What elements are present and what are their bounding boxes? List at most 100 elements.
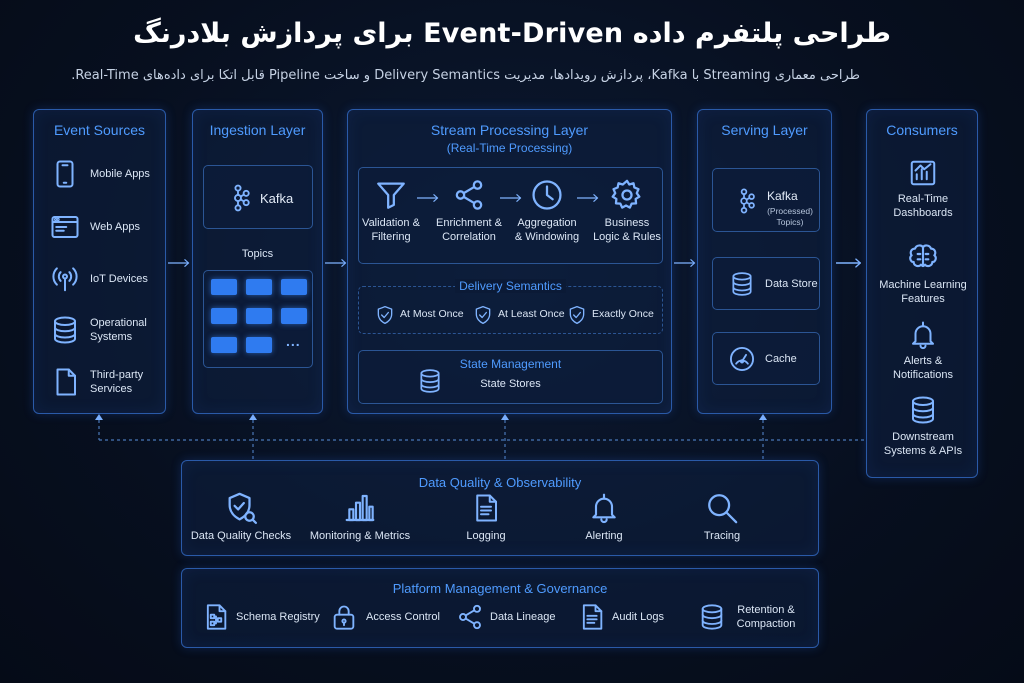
state-management-title: State Management: [459, 357, 562, 371]
delivery-exactly-once: Exactly Once: [567, 305, 654, 325]
kafka-icon: [224, 178, 252, 218]
ingestion-title: Ingestion Layer: [209, 122, 306, 138]
more-topics: ...: [286, 333, 301, 349]
ingestion-panel: Ingestion Layer Kafka Topics ...: [192, 109, 323, 414]
bar-chart-icon: [344, 491, 376, 525]
state-stores-label: State Stores: [480, 378, 541, 390]
shield-check-icon: [224, 491, 258, 525]
topic-block: [211, 337, 237, 353]
topic-block: [281, 279, 307, 295]
event-sources-panel: Event Sources Mobile Apps Web Apps IoT D…: [33, 109, 166, 414]
arrow-ingestion-to-processing: [325, 257, 347, 269]
source-operational-systems: Operational Systems: [50, 314, 156, 346]
gov-retention-compaction: Retention & Compaction: [698, 601, 798, 633]
governance-panel: Platform Management & Governance Schema …: [181, 568, 819, 648]
share-icon: [456, 601, 484, 633]
share-icon: [452, 178, 486, 212]
database-icon: [698, 601, 726, 633]
kafka-icon: [731, 181, 757, 221]
arrow-serving-to-consumers: [836, 257, 862, 269]
browser-icon: [50, 212, 80, 242]
gear-icon: [610, 178, 644, 212]
step-enrichment: Enrichment & Correlation: [435, 178, 503, 245]
log-icon: [578, 601, 606, 633]
obs-tracing: Tracing: [672, 491, 772, 543]
database-icon: [729, 269, 755, 299]
serving-kafka-sub: (Processed) Topics): [767, 206, 813, 227]
obs-logging: Logging: [436, 491, 536, 543]
gov-schema-registry: Schema Registry: [202, 601, 320, 633]
cache-box: Cache: [712, 332, 820, 385]
source-iot-devices: IoT Devices: [50, 264, 148, 294]
topic-block: [211, 308, 237, 324]
iot-icon: [50, 264, 80, 294]
event-sources-title: Event Sources: [53, 122, 146, 138]
data-store-box: Data Store: [712, 257, 820, 310]
funnel-icon: [374, 178, 408, 212]
bell-icon: [588, 491, 620, 525]
delivery-title: Delivery Semantics: [359, 279, 662, 293]
arrow-processing-to-serving: [674, 257, 696, 269]
serving-panel: Serving Layer Kafka (Processed) Topics) …: [697, 109, 832, 414]
log-icon: [471, 491, 501, 525]
search-icon: [705, 491, 739, 525]
topics-label: Topics: [241, 248, 274, 260]
obs-data-quality-checks: Data Quality Checks: [186, 491, 296, 543]
consumer-downstream: Downstream Systems & APIs: [871, 394, 975, 459]
ingestion-kafka-label: Kafka: [260, 190, 294, 206]
source-web-apps: Web Apps: [50, 212, 140, 242]
step-business-logic: Business Logic & Rules: [593, 178, 661, 245]
consumer-alerts: Alerts & Notifications: [871, 320, 975, 383]
delivery-at-most-once: At Most Once: [375, 305, 464, 325]
shield-check-icon: [473, 305, 493, 325]
serving-kafka-box: Kafka (Processed) Topics): [712, 168, 820, 232]
step-validation: Validation & Filtering: [361, 178, 421, 245]
state-management-box: State Management State Stores: [358, 350, 663, 404]
consumers-title: Consumers: [886, 122, 958, 138]
topic-block: [246, 308, 272, 324]
database-icon: [50, 314, 80, 346]
consumer-ml-features: Machine Learning Features: [871, 242, 975, 307]
cache-label: Cache: [765, 353, 797, 365]
topic-block: [211, 279, 237, 295]
processing-panel: Stream Processing Layer (Real-Time Proce…: [347, 109, 672, 414]
serving-kafka-label: Kafka: [767, 189, 798, 203]
processing-subtitle: (Real-Time Processing): [446, 141, 573, 155]
lock-icon: [330, 601, 358, 633]
obs-monitoring-metrics: Monitoring & Metrics: [302, 491, 418, 543]
database-icon: [908, 394, 938, 426]
step-aggregation: Aggregation & Windowing: [514, 178, 580, 245]
data-store-label: Data Store: [765, 278, 818, 290]
source-mobile-apps: Mobile Apps: [50, 156, 150, 192]
gauge-icon: [728, 345, 756, 373]
observability-panel: Data Quality & Observability Data Qualit…: [181, 460, 819, 556]
gov-access-control: Access Control: [330, 601, 440, 633]
page-title: طراحی پلتفرم داده Event-Driven برای پردا…: [133, 18, 891, 49]
clock-icon: [530, 178, 564, 212]
delivery-at-least-once: At Least Once: [473, 305, 565, 325]
delivery-semantics-box: Delivery Semantics At Most Once At Least…: [358, 279, 663, 334]
shield-check-icon: [567, 305, 587, 325]
governance-title: Platform Management & Governance: [392, 581, 608, 596]
page-subtitle: طراحی معماری Streaming با Kafka، پردازش …: [71, 68, 860, 83]
consumer-dashboards: Real-Time Dashboards: [871, 158, 975, 221]
source-third-party: Third-party Services: [50, 366, 156, 398]
obs-alerting: Alerting: [554, 491, 654, 543]
topic-block: [246, 279, 272, 295]
serving-title: Serving Layer: [721, 122, 808, 138]
chart-icon: [908, 158, 938, 188]
processing-title: Stream Processing Layer: [430, 122, 589, 138]
gov-audit-logs: Audit Logs: [578, 601, 664, 633]
bell-icon: [908, 320, 938, 350]
ingestion-kafka-box: Kafka: [203, 165, 313, 229]
consumers-panel: Consumers Real-Time Dashboards Machine L…: [866, 109, 978, 478]
topics-box: ...: [203, 270, 313, 368]
topic-block: [281, 308, 307, 324]
topic-block: [246, 337, 272, 353]
shield-check-icon: [375, 305, 395, 325]
processing-steps-box: Validation & Filtering Enrichment & Corr…: [358, 167, 663, 264]
gov-data-lineage: Data Lineage: [456, 601, 555, 633]
arrow-sources-to-ingestion: [168, 257, 190, 269]
brain-icon: [907, 242, 939, 274]
